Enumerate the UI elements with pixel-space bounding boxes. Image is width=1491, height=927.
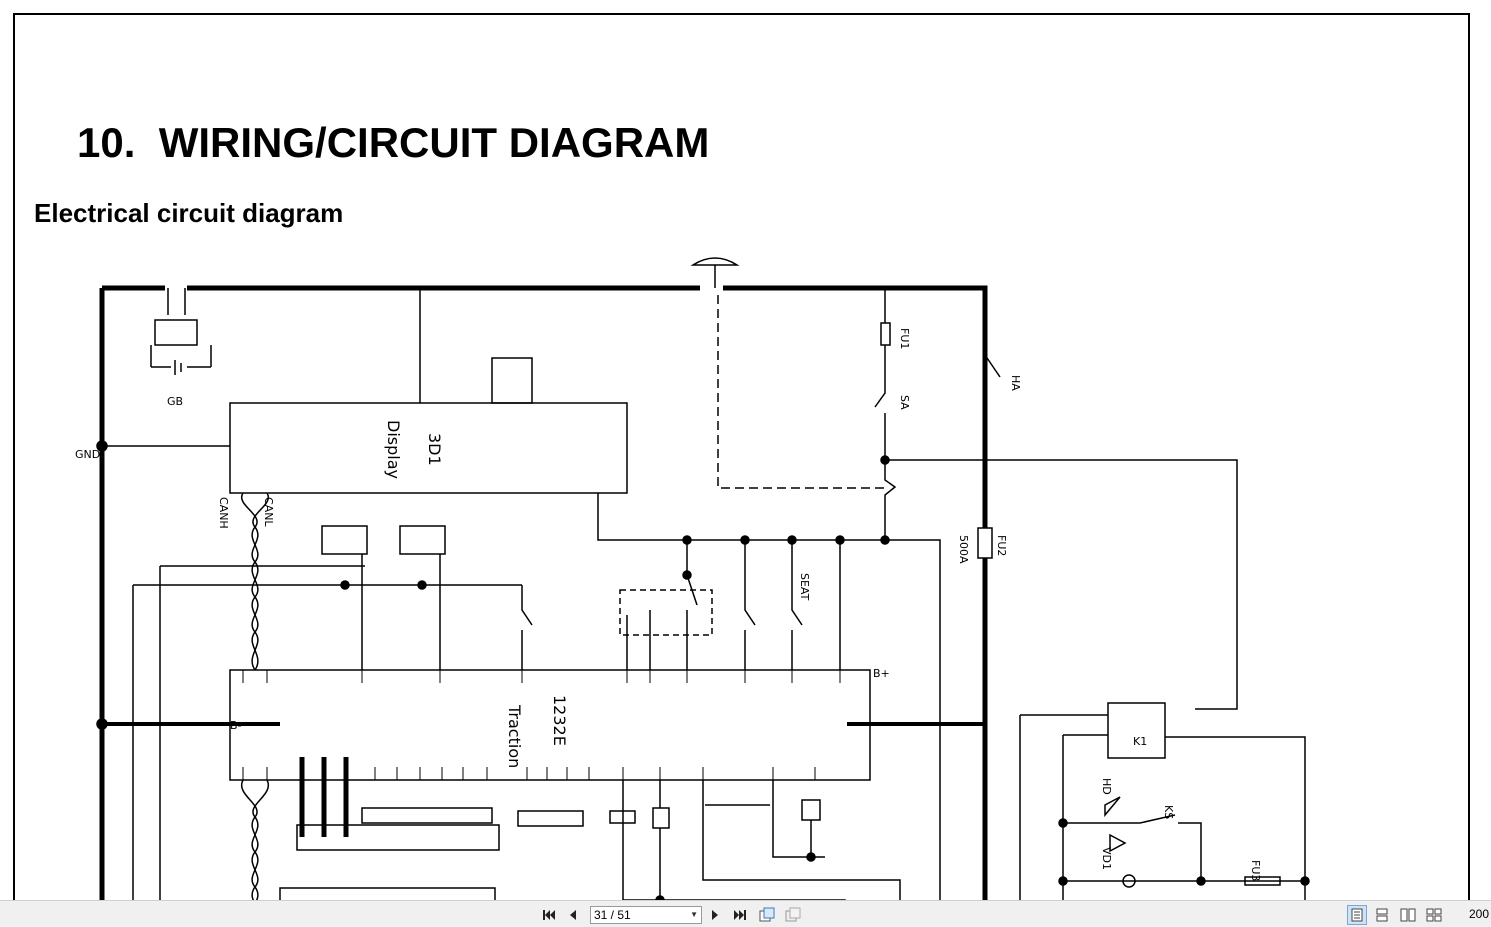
traction-controller	[229, 669, 871, 781]
can-bus-upper	[240, 492, 259, 671]
hd-label: HD	[1100, 778, 1113, 795]
can-bus-lower	[240, 779, 259, 900]
continuous-facing-icon	[1426, 908, 1442, 922]
main-bus-top-right	[723, 285, 988, 900]
k1-label: K1	[1133, 735, 1147, 748]
next-page-icon	[712, 910, 718, 920]
page-indicator: 31 / 51	[594, 908, 631, 922]
continuous-page-icon	[1376, 908, 1388, 922]
continuous-facing-view-button[interactable]	[1424, 905, 1444, 925]
page-number-select[interactable]: 31 / 51 ▼	[590, 906, 702, 924]
relay-module	[1107, 702, 1166, 759]
fu2-label: FU2	[995, 535, 1008, 556]
ha-label: HA	[1009, 375, 1022, 391]
section-heading: 10. WIRING/CIRCUIT DIAGRAM	[77, 119, 710, 166]
battery-label: GB	[167, 395, 183, 408]
controller-code-label: 1232E	[550, 695, 569, 746]
single-page-view-button[interactable]	[1347, 905, 1367, 925]
last-page-button[interactable]	[730, 905, 750, 925]
seat-switch-label: SEAT	[798, 573, 811, 601]
document-viewport[interactable]: 10. WIRING/CIRCUIT DIAGRAM Electrical ci…	[0, 0, 1491, 900]
horn-symbol	[690, 257, 740, 266]
zoom-level[interactable]: 200	[1469, 907, 1490, 921]
first-page-icon	[543, 910, 555, 920]
single-page-icon	[1351, 908, 1363, 922]
bminus-label: B-	[230, 719, 242, 732]
rotate-view-icon	[759, 907, 775, 922]
fu-rating-label: 500A	[957, 535, 970, 564]
previous-page-button[interactable]	[563, 905, 583, 925]
first-page-button[interactable]	[539, 905, 559, 925]
fu3-label: FU3	[1249, 860, 1262, 881]
bplus-label: B+	[873, 667, 890, 680]
previous-page-icon	[570, 910, 576, 920]
last-page-icon	[734, 910, 746, 920]
ks-label: KS	[1162, 805, 1175, 819]
facing-view-button[interactable]	[1398, 905, 1418, 925]
display-module	[229, 402, 628, 494]
document-page: 10. WIRING/CIRCUIT DIAGRAM Electrical ci…	[13, 13, 1470, 900]
section-subheading: Electrical circuit diagram	[34, 198, 344, 228]
traction-label: Traction	[505, 704, 524, 768]
copy-view-button[interactable]	[783, 905, 803, 925]
canl-label: CANL	[262, 497, 275, 527]
display-label: Display	[384, 420, 403, 479]
pdf-navigation-toolbar: 31 / 51 ▼ 200	[0, 900, 1491, 927]
next-page-button[interactable]	[705, 905, 725, 925]
display-code-label: 3D1	[425, 433, 444, 466]
fu1-label: FU1	[898, 328, 911, 349]
rotate-view-button[interactable]	[757, 905, 777, 925]
ground-label: GND	[75, 448, 100, 461]
facing-pages-icon	[1400, 908, 1416, 922]
key-switch-label: SA	[898, 395, 911, 410]
wiring-diagram: Display 3D1 Traction 1232E FU1 FU2 FU3 5…	[75, 257, 1310, 900]
vd1-label: VD1	[1100, 847, 1113, 870]
copy-view-icon	[785, 907, 801, 922]
chevron-down-icon: ▼	[690, 910, 698, 919]
continuous-view-button[interactable]	[1372, 905, 1392, 925]
canh-label: CANH	[217, 497, 230, 529]
